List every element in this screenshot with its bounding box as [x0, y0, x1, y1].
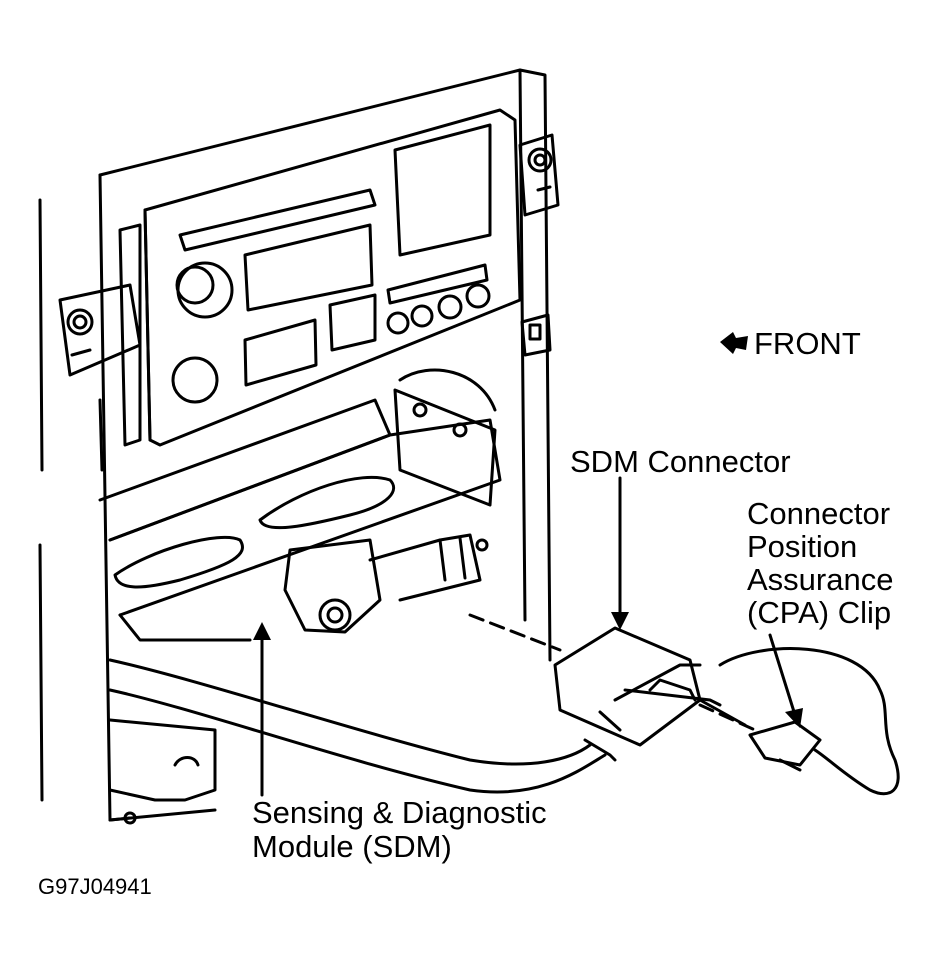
right-bracket	[520, 135, 558, 355]
cpa-label-line4: (CPA) Clip	[747, 595, 892, 630]
left-frame	[40, 175, 110, 820]
cpa-label-line3: Assurance	[747, 562, 894, 597]
sdm-module	[285, 535, 487, 632]
sdm-connector-arrowhead	[611, 612, 629, 630]
leader-lines	[262, 478, 795, 795]
cpa-clip-assembly	[700, 649, 898, 794]
front-label: FRONT	[754, 326, 861, 361]
sdm-connector-label: SDM Connector	[570, 444, 791, 479]
cpa-label-line2: Position	[747, 529, 858, 564]
sdm-connector-body	[555, 628, 720, 745]
cpa-label-line1: Connector	[747, 496, 891, 531]
radio-unit	[145, 110, 520, 445]
left-bracket	[60, 225, 140, 445]
sdm-label-line1: Sensing & Diagnostic	[252, 795, 547, 830]
figure-id: G97J04941	[38, 874, 152, 899]
arrow-left-icon	[720, 332, 748, 354]
wire-harness	[110, 660, 615, 792]
mounting-tray	[100, 370, 500, 640]
lower-bracket	[110, 720, 215, 823]
cpa-leader	[770, 635, 795, 715]
alignment-lines	[470, 615, 755, 730]
mounting-panel	[100, 70, 550, 820]
sdm-arrowhead	[253, 622, 271, 640]
cpa-arrowhead	[785, 708, 803, 728]
sdm-label-line2: Module (SDM)	[252, 829, 452, 864]
